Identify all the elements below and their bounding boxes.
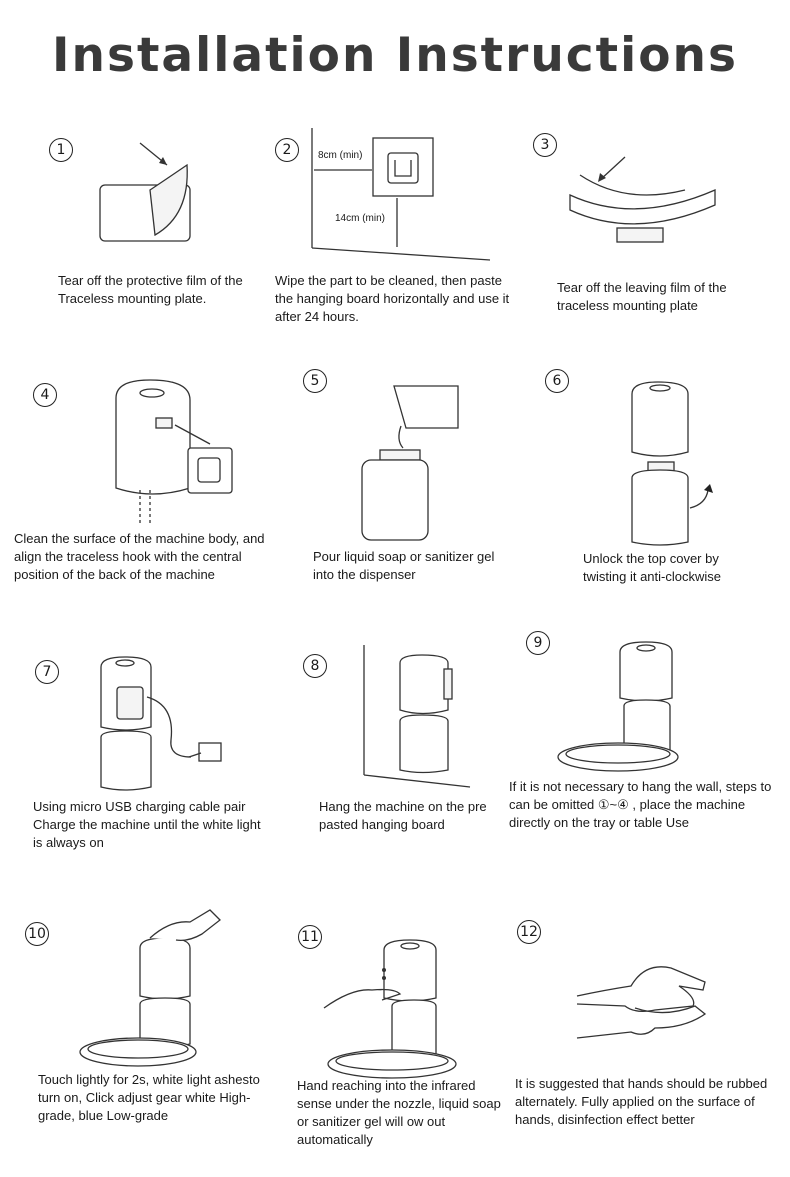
- step-4-caption: Clean the surface of the machine body, a…: [14, 531, 265, 582]
- step-2-number: 2: [275, 138, 299, 162]
- step-5-caption: Pour liquid soap or sanitizer gel into t…: [313, 549, 495, 582]
- step-2-dim-vertical: 14cm (min): [335, 213, 386, 224]
- container-shape: [100, 730, 152, 791]
- hand-icon: [149, 909, 221, 942]
- step-11-illustration: [322, 938, 462, 1083]
- container-shape: [361, 459, 429, 541]
- step-10-illustration: [79, 908, 221, 1073]
- step-5-number: 5: [303, 369, 327, 393]
- step-8-number: 8: [303, 654, 327, 678]
- step-1-caption: Tear off the protective film of the Trac…: [58, 273, 243, 306]
- step-6-number: 6: [545, 369, 569, 393]
- step-4-illustration: [110, 378, 240, 533]
- container-shape: [631, 469, 689, 546]
- twist-arrow-icon: [689, 489, 709, 509]
- soap-bottle-shape: [393, 385, 459, 429]
- step-12-illustration: [575, 958, 715, 1053]
- step-6-caption: Unlock the top cover by twisting it anti…: [583, 551, 721, 584]
- step-1-illustration: [95, 135, 205, 255]
- step-7-number: 7: [35, 660, 59, 684]
- step-5-illustration: [358, 378, 468, 548]
- container-shape: [399, 714, 449, 774]
- dispenser-top-shape: [139, 937, 191, 1000]
- step-9-illustration: [557, 640, 690, 785]
- step-2-caption: Wipe the part to be cleaned, then paste …: [275, 273, 510, 324]
- dispenser-body-shape: [115, 379, 191, 495]
- step-7-illustration: [95, 655, 235, 800]
- top-cover-shape: [631, 381, 689, 457]
- floor-line: [363, 774, 471, 788]
- step-7-caption: Using micro USB charging cable pair Char…: [33, 799, 261, 850]
- hand-icon: [323, 988, 402, 1009]
- tray-shape: [557, 742, 679, 772]
- step-6-illustration: [628, 380, 728, 555]
- dispenser-top-shape: [399, 654, 449, 715]
- step-11-caption: Hand reaching into the infrared sense un…: [297, 1078, 501, 1147]
- step-2-illustration: [300, 128, 500, 273]
- step-12-caption: It is suggested that hands should be rub…: [515, 1076, 768, 1127]
- step-4-number: 4: [33, 383, 57, 407]
- page-title: Installation Instructions: [52, 28, 738, 83]
- step-11-number: 11: [298, 925, 322, 949]
- step-8-illustration: [360, 645, 480, 795]
- usb-cable-line: [146, 696, 192, 758]
- step-2-dim-horizontal: 8cm (min): [318, 150, 363, 161]
- power-adapter-shape: [198, 742, 222, 762]
- step-3-illustration: [565, 155, 725, 255]
- step-1-number: 1: [49, 138, 73, 162]
- arrow-icon: [599, 156, 626, 181]
- peeling-film-shape: [149, 163, 188, 237]
- soap-drop-icon: [382, 968, 386, 972]
- arrow-icon: [174, 424, 211, 445]
- tray-shape: [327, 1049, 457, 1079]
- hanging-board-shape: [372, 137, 434, 197]
- step-9-number: 9: [526, 631, 550, 655]
- step-10-number: 10: [25, 922, 49, 946]
- hook-plate-shape: [187, 447, 233, 494]
- hook-plate-shape: [116, 686, 144, 720]
- step-9-caption: If it is not necessary to hang the wall,…: [509, 779, 772, 830]
- step-3-number: 3: [533, 133, 557, 157]
- rubbing-hands-icon: [576, 966, 706, 1012]
- step-12-number: 12: [517, 920, 541, 944]
- mounting-plate-curved-shape: [569, 189, 716, 225]
- peeling-film-shape: [579, 174, 686, 196]
- step-10-caption: Touch lightly for 2s, white light ashest…: [38, 1072, 260, 1123]
- tray-shape: [79, 1037, 197, 1067]
- step-8-caption: Hang the machine on the pre pasted hangi…: [319, 799, 487, 832]
- step-3-caption: Tear off the leaving film of the tracele…: [557, 280, 727, 313]
- floor-line: [311, 247, 491, 261]
